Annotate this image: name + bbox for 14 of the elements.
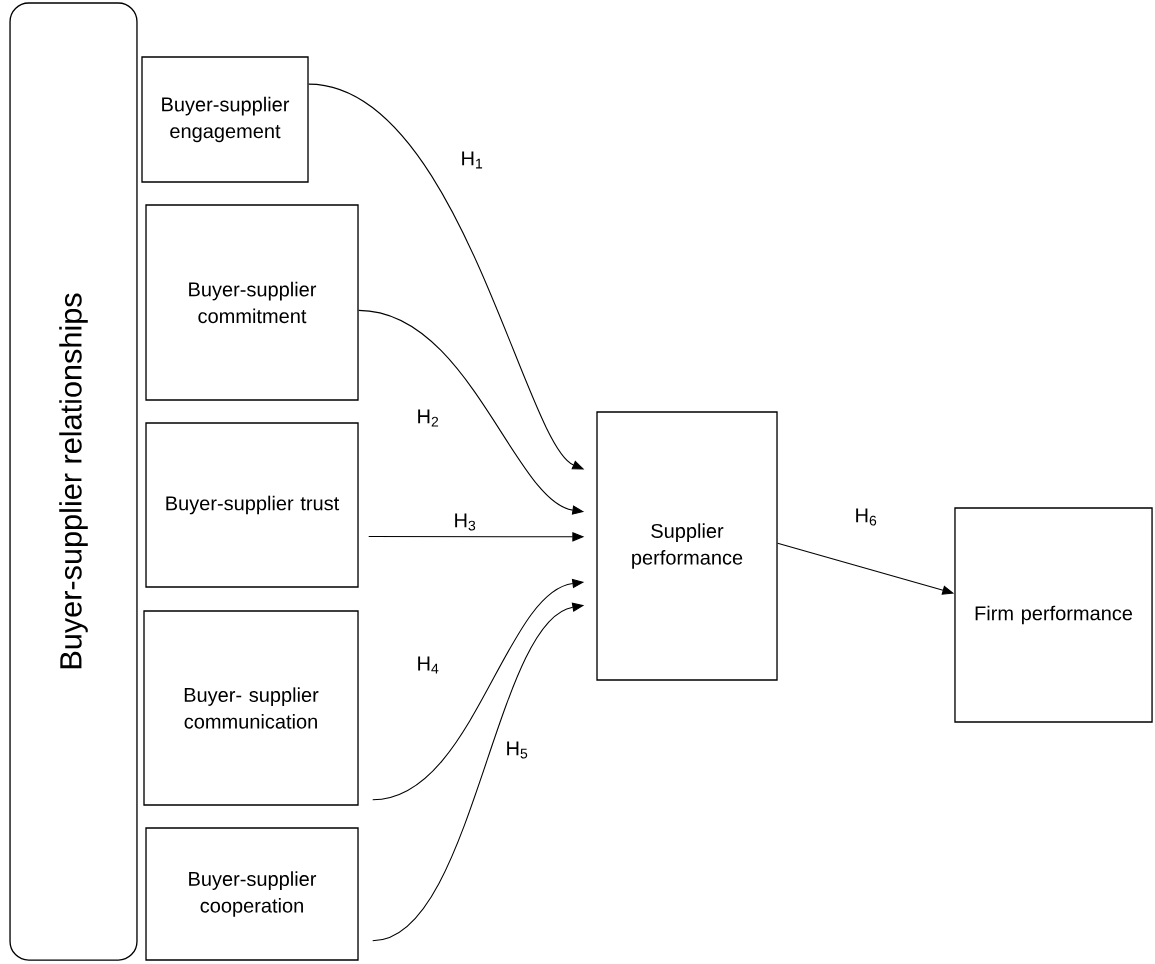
edge-label: H$_{6}$ — [853, 507, 879, 527]
vertical-band: Buyer-supplier relationships — [9, 2, 138, 961]
edge-label: H$_{5}$ — [504, 740, 530, 760]
edge-label: H$_{2}$ — [415, 408, 441, 428]
concept-box: Buyer-supplier cooperation — [145, 827, 359, 961]
concept-box: Buyer- supplier communication — [143, 610, 359, 806]
edge-label: H$_{4}$ — [415, 655, 441, 675]
edge-label: H$_{1}$ — [459, 150, 485, 170]
concept-box: Buyer-supplier commitment — [145, 204, 359, 401]
concept-box: Buyer-supplier trust — [145, 422, 359, 588]
concept-box: Buyer-supplier engagement — [141, 56, 309, 183]
edge-label: H$_{3}$ — [452, 512, 478, 532]
concept-box: Supplier performance — [596, 411, 778, 681]
concept-box: Firm performance — [954, 507, 1153, 723]
